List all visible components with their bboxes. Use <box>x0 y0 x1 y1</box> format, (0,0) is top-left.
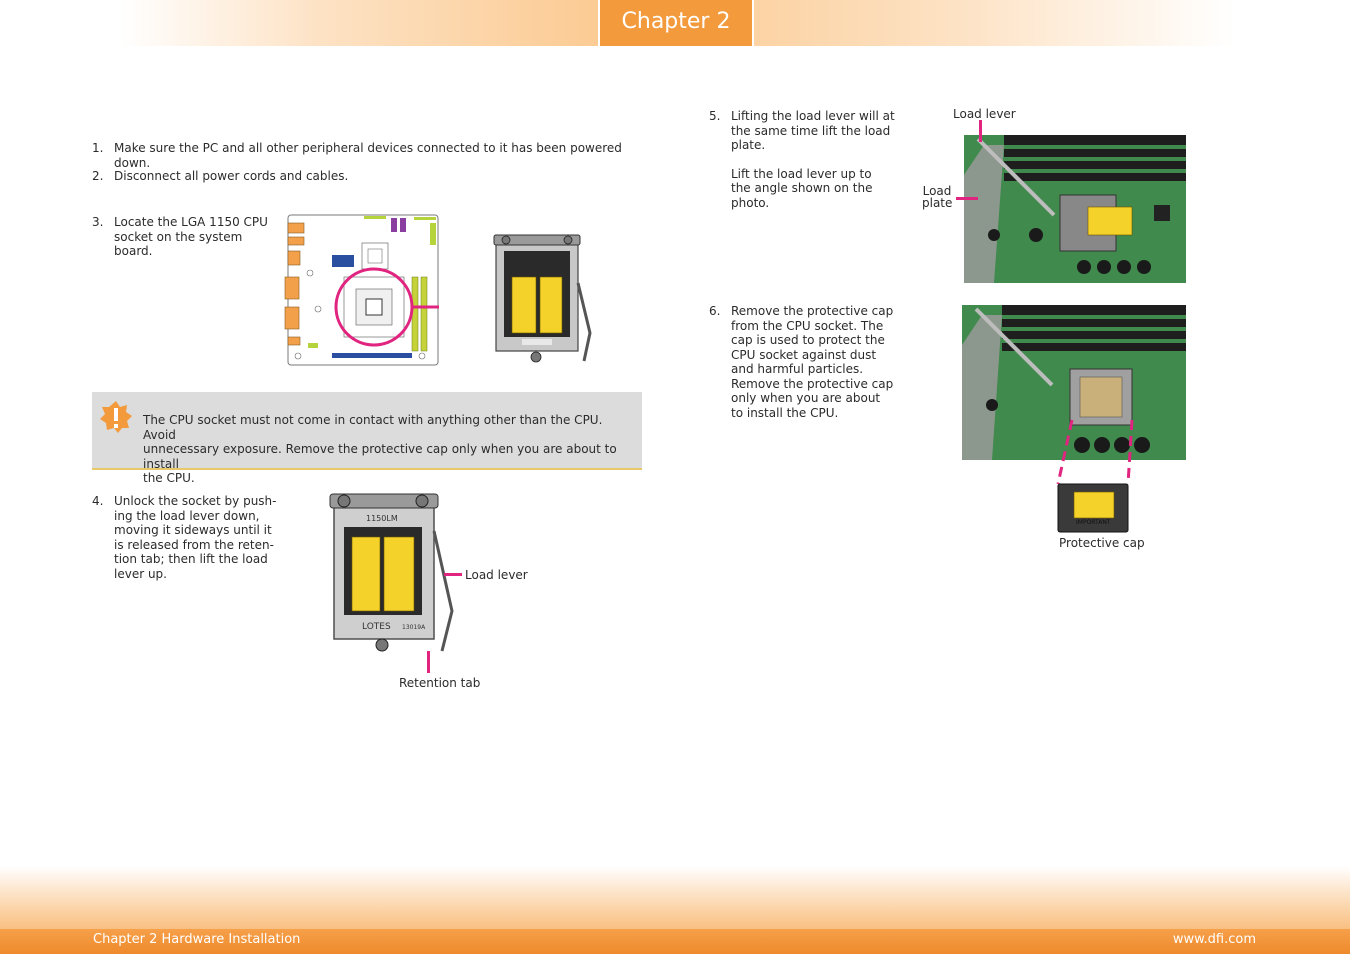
step-text: Lifting the load lever will at the same … <box>731 109 901 210</box>
step-line: Locate the LGA 1150 CPU <box>114 215 268 229</box>
step-line: Lift the load lever up to <box>731 166 872 181</box>
step-line: to install the CPU. <box>731 405 839 420</box>
step-4: 4. Unlock the socket by push- ing the lo… <box>92 494 282 584</box>
step-line: ing the load lever down, <box>114 508 260 523</box>
step-line: from the CPU socket. The <box>731 318 884 333</box>
chapter-tab[interactable]: Chapter 2 <box>598 0 754 46</box>
step-line: board. <box>114 244 153 258</box>
step-number: 2. <box>92 169 104 183</box>
socket-without-cap-photo <box>962 305 1186 460</box>
step-text: Unlock the socket by push- ing the load … <box>114 494 284 581</box>
load-lever-callout-line <box>444 573 462 576</box>
step-line: Remove the protective cap <box>731 376 894 391</box>
step-line: photo. <box>731 195 770 210</box>
step-line: Unlock the socket by push- <box>114 494 277 508</box>
step-number: 6. <box>709 304 721 318</box>
step-line: the angle shown on the <box>731 181 873 195</box>
step5-load-plate-label: Load plate <box>922 185 952 209</box>
load-plate-lifted-photo <box>964 135 1186 283</box>
footer-bar: Chapter 2 Hardware Installation www.dfi.… <box>0 929 1350 954</box>
protective-cap-image: IMPORTANT <box>1056 419 1134 533</box>
step-text: Locate the LGA 1150 CPU socket on the sy… <box>114 215 274 259</box>
step-text: Make sure the PC and all other periphera… <box>114 141 622 170</box>
step-line: Remove the protective cap <box>731 304 894 318</box>
step-text: Disconnect all power cords and cables. <box>114 169 349 183</box>
important-note: The CPU socket must not come in contact … <box>92 392 642 485</box>
footer-band <box>0 866 1350 930</box>
retention-tab-label: Retention tab <box>399 676 481 690</box>
label-line: Load <box>922 184 952 198</box>
step5-load-plate-callout-line <box>956 197 978 200</box>
footer-website-link[interactable]: www.dfi.com <box>1172 932 1256 947</box>
step-line: CPU socket against dust <box>731 347 877 362</box>
step-number: 3. <box>92 215 104 229</box>
note-line: the CPU. <box>143 471 195 485</box>
cpu-socket-lever-image: 1150LM LOTES 13019A <box>329 493 454 652</box>
label-line: plate <box>922 196 953 210</box>
step-line: the same time lift the load <box>731 123 891 138</box>
step-line: lever up. <box>114 566 167 581</box>
step-6: 6. Remove the protective cap from the CP… <box>709 304 899 424</box>
socket-brand-text: LOTES <box>362 622 391 632</box>
step-line: only when you are about <box>731 391 881 405</box>
load-lever-label: Load lever <box>465 568 528 582</box>
socket-model-text: 1150LM <box>366 514 398 523</box>
motherboard-diagram <box>284 214 439 366</box>
protective-cap-label: Protective cap <box>1059 536 1145 550</box>
step-line: plate. <box>731 138 766 152</box>
step-number: 4. <box>92 494 104 508</box>
step-text: Remove the protective cap from the CPU s… <box>731 304 901 420</box>
cpu-socket-closed-image <box>493 234 592 363</box>
step-line: cap is used to protect the <box>731 333 885 347</box>
step5-load-lever-label: Load lever <box>953 107 1016 121</box>
step-line: is released from the reten- <box>114 537 274 552</box>
step-3: 3. Locate the LGA 1150 CPU socket on the… <box>92 215 272 265</box>
step5-load-lever-callout-line <box>979 120 982 142</box>
cap-label-text: IMPORTANT <box>1076 519 1111 526</box>
note-line: The CPU socket must not come in contact … <box>143 413 603 442</box>
retention-tab-callout-line <box>427 651 430 673</box>
step-line: and harmful particles. <box>731 362 864 376</box>
step-number: 1. <box>92 141 104 155</box>
footer-chapter-title: Chapter 2 Hardware Installation <box>93 932 301 947</box>
step-line: moving it sideways until it <box>114 523 272 537</box>
note-line: unnecessary exposure. Remove the protect… <box>143 442 617 471</box>
warning-icon <box>100 401 132 433</box>
step-line: socket on the system <box>114 229 243 244</box>
note-text: The CPU socket must not come in contact … <box>143 413 638 486</box>
socket-code-text: 13019A <box>402 624 426 631</box>
step-line: tion tab; then lift the load <box>114 552 268 566</box>
step-line: Lifting the load lever will at <box>731 109 895 123</box>
step-5: 5. Lifting the load lever will at the sa… <box>709 109 901 210</box>
step-number: 5. <box>709 109 721 123</box>
